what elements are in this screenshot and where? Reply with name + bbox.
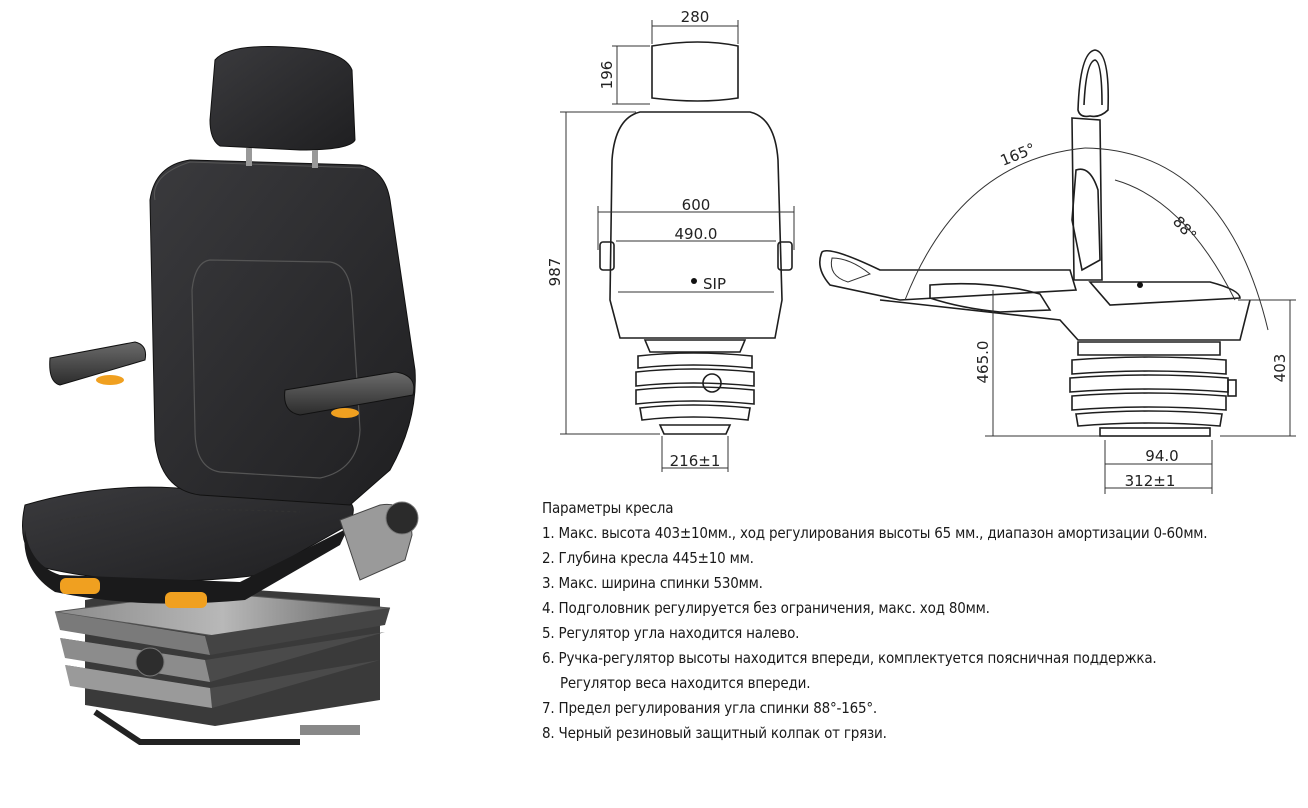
total-height-label: 987 <box>546 258 564 287</box>
spec-item-3: 3. Макс. ширина спинки 530мм. <box>542 574 763 592</box>
depth-94-label: 94.0 <box>1145 447 1178 465</box>
angle-max-label: 165° <box>998 139 1038 169</box>
orange-handles <box>60 578 207 608</box>
spec-item-6-continued: Регулятор веса находится впереди. <box>560 674 811 692</box>
backrest-width-label: 600 <box>682 196 711 214</box>
headrest-height-label: 196 <box>598 61 616 90</box>
height-465-label: 465.0 <box>974 341 992 384</box>
spec-item-5: 5. Регулятор угла находится налево. <box>542 624 800 642</box>
base-width-label: 216±1 <box>670 452 721 470</box>
spec-item-2: 2. Глубина кресла 445±10 мм. <box>542 549 754 567</box>
side-view-drawing: 165° 88° 465.0 403 94.0 312±1 <box>819 49 1296 494</box>
bellows-base <box>54 585 391 726</box>
spec-item-6: 6. Ручка-регулятор высоты находится впер… <box>542 649 1157 667</box>
backrest <box>149 159 416 506</box>
headrest <box>209 46 356 168</box>
headrest-width-label: 280 <box>681 8 710 26</box>
base-depth-label: 312±1 <box>1125 472 1176 490</box>
seat-cushion <box>22 486 354 604</box>
front-view-drawing: 280 196 SIP 600 490.0 987 216±1 <box>546 8 795 472</box>
seat-render <box>22 46 419 745</box>
recline-mechanism <box>339 501 419 581</box>
inner-width-label: 490.0 <box>675 225 718 243</box>
spec-item-4: 4. Подголовник регулируется без ограниче… <box>542 599 990 617</box>
height-403-label: 403 <box>1271 354 1289 383</box>
spec-item-8: 8. Черный резиновый защитный колпак от г… <box>542 724 887 742</box>
spec-item-7: 7. Предел регулирования угла спинки 88°-… <box>542 699 877 717</box>
armrests <box>49 341 415 418</box>
spec-title: Параметры кресла <box>542 499 674 517</box>
spec-item-1: 1. Макс. высота 403±10мм., ход регулиров… <box>542 524 1208 542</box>
sip-label: SIP <box>703 275 726 293</box>
angle-min-label: 88° <box>1169 213 1200 245</box>
seat-rails <box>93 709 360 745</box>
spec-list: Параметры кресла 1. Макс. высота 403±10м… <box>542 496 1282 746</box>
